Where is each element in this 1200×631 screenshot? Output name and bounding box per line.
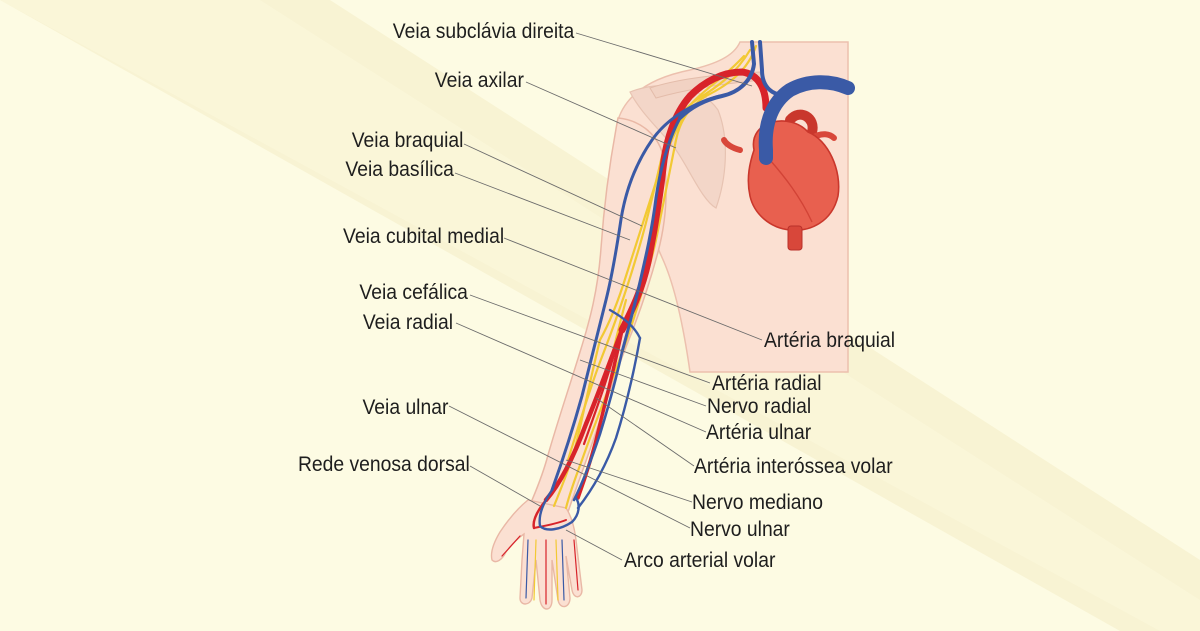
label-nervo-mediano: Nervo mediano: [692, 491, 824, 514]
arm-skin: [528, 117, 667, 513]
veins: [538, 40, 855, 531]
label-veia-cefalica: Veia cefálica: [359, 281, 468, 304]
nerves: [552, 44, 758, 510]
leader-lines: [448, 32, 763, 561]
label-rede-venosa-dorsal: Rede venosa dorsal: [298, 453, 470, 476]
label-nervo-ulnar: Nervo ulnar: [690, 518, 790, 541]
label-veia-axilar: Veia axilar: [434, 69, 524, 92]
label-veia-cubital-medial: Veia cubital medial: [342, 225, 504, 248]
label-veia-braquial: Veia braquial: [351, 129, 463, 152]
label-nervo-radial: Nervo radial: [707, 395, 812, 418]
hand-vessels: [501, 535, 579, 605]
label-veia-radial: Veia radial: [362, 311, 453, 334]
label-arco-arterial-volar: Arco arterial volar: [624, 549, 776, 572]
label-veia-ulnar: Veia ulnar: [362, 396, 448, 419]
label-veia-subclavia-direita: Veia subclávia direita: [392, 20, 574, 43]
label-arteria-interossea-volar: Artéria interóssea volar: [694, 455, 893, 478]
label-arteria-braquial: Artéria braquial: [764, 329, 896, 352]
label-veia-basilica: Veia basílica: [345, 158, 454, 181]
label-arteria-ulnar: Artéria ulnar: [706, 421, 812, 444]
label-arteria-radial: Artéria radial: [712, 372, 822, 395]
